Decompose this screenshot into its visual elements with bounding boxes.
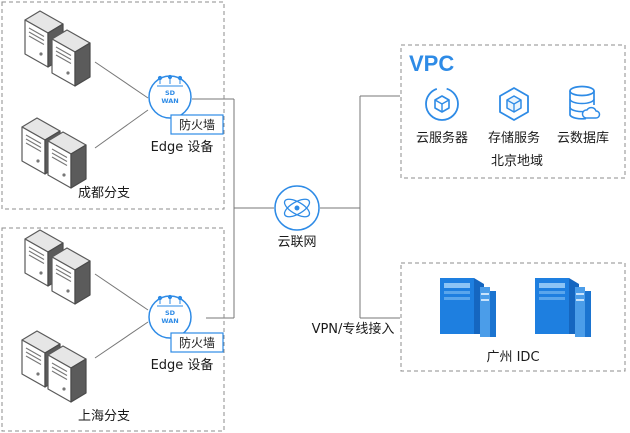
edge-device-shanghai: SD WAN 防火墙 Edge 设备 xyxy=(148,294,224,373)
vpc-region-label: 北京地域 xyxy=(491,154,543,169)
service-label: 云服务器 xyxy=(416,130,468,146)
branch-label-shanghai: 上海分支 xyxy=(78,409,130,424)
firewall-label: 防火墙 xyxy=(179,335,215,350)
sdwan-badge-text: SD xyxy=(165,89,176,97)
edge-device-chengdu: SD WAN 防火墙 Edge 设备 xyxy=(148,74,224,155)
server-icon xyxy=(47,345,87,403)
vpn-link-label: VPN/专线接入 xyxy=(312,321,395,337)
box-icon xyxy=(499,87,529,121)
connection-lines xyxy=(94,61,400,359)
idc-label: 广州 IDC xyxy=(486,350,539,365)
idc-box xyxy=(400,262,626,372)
server-icon xyxy=(51,247,91,305)
service-label: 云数据库 xyxy=(557,130,609,146)
service-label: 存储服务 xyxy=(488,130,540,146)
vpc-box xyxy=(400,44,626,179)
cube-ring-icon xyxy=(425,87,459,121)
branch-box-chengdu xyxy=(1,1,225,210)
idc-server-icon xyxy=(440,278,496,337)
branch-box-shanghai xyxy=(1,227,225,432)
vpc-title: VPC xyxy=(409,51,454,76)
server-icon xyxy=(47,131,87,189)
database-cloud-icon xyxy=(569,85,601,120)
cloud-connect-hub: 云联网 xyxy=(274,185,320,250)
branch-label-chengdu: 成都分支 xyxy=(78,186,130,201)
edge-device-label: Edge 设备 xyxy=(151,357,214,373)
firewall-box xyxy=(170,332,224,353)
idc-server-icon xyxy=(535,278,591,337)
server-icon xyxy=(51,29,91,87)
edge-device-label: Edge 设备 xyxy=(151,139,214,155)
sdwan-badge-text: WAN xyxy=(161,97,178,105)
firewall-label: 防火墙 xyxy=(179,117,215,132)
sdwan-badge-text: WAN xyxy=(161,317,178,325)
sdwan-badge-text: SD xyxy=(165,309,176,317)
hub-label: 云联网 xyxy=(277,235,316,250)
firewall-box xyxy=(170,114,224,135)
